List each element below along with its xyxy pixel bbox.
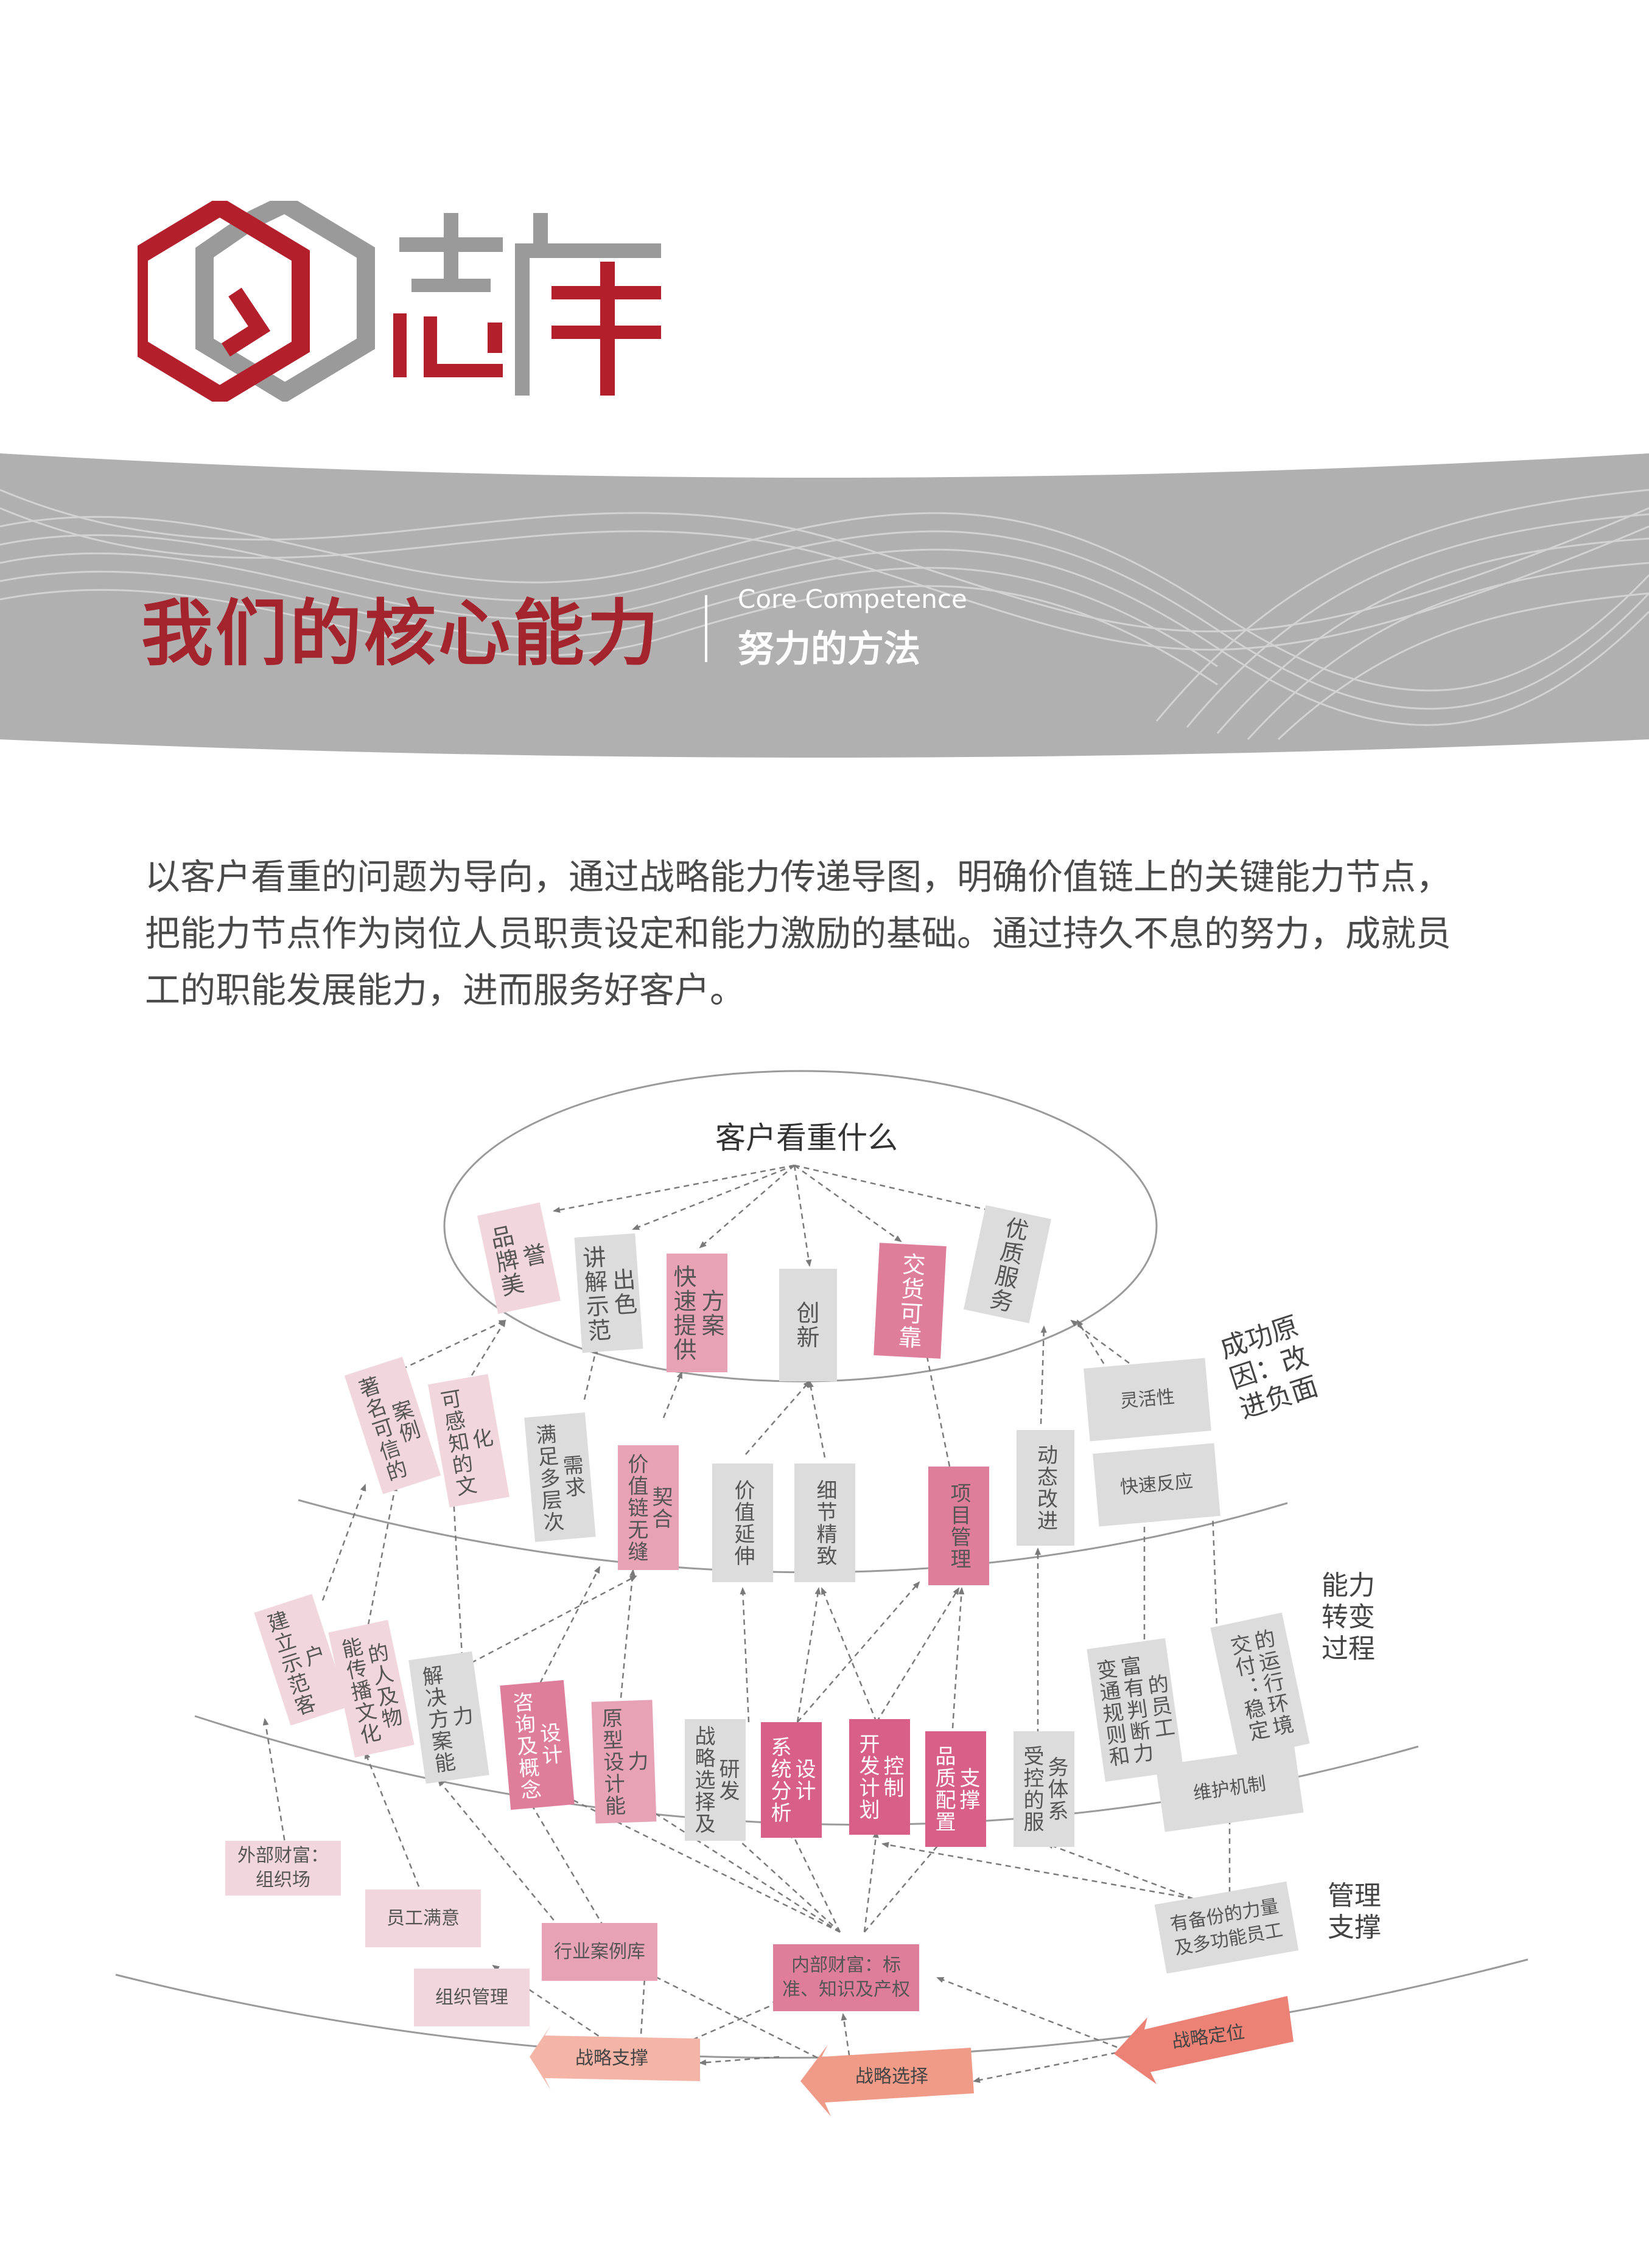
subtitle-english: Core Competence: [738, 584, 967, 614]
row1-needs: 满足多层次需求: [524, 1412, 596, 1542]
intro-line: 把能力节点作为岗位人员职责设定和能力激励的基础。通过持久不息的努力，成就员: [145, 913, 1452, 954]
row2-plan: 开发计划控制: [849, 1719, 910, 1835]
capability-map-diagram: [115, 1070, 1528, 2116]
row3-org-mgmt: 组织管理: [414, 1969, 530, 2026]
row2-consult: 咨询及概念设计: [500, 1680, 575, 1810]
row3-ext-wealth: 外部财富：组织场: [225, 1841, 341, 1896]
arrow-strategy-choice: [800, 2045, 974, 2116]
section-label-support: 管理支撑: [1328, 1880, 1381, 1943]
page-title: 我们的核心能力: [141, 591, 662, 675]
row2-strategy-rd: 战略选择及研发: [685, 1719, 746, 1841]
intro-line: 工的职能发展能力，进而服务好客户。: [145, 969, 746, 1011]
label-strategy-support: 战略支撑: [575, 2047, 648, 2069]
row1-extend: 价值延伸: [712, 1464, 773, 1582]
row2-controlled: 受控的服务体系: [1014, 1731, 1074, 1847]
arrow-strategy-position: [1114, 1996, 1294, 2084]
row1-chain: 价值链无缝契合: [618, 1445, 679, 1570]
row3-int-wealth: 内部财富：标准、知识及产权: [773, 1944, 919, 2011]
customer-values-oval: [443, 1070, 1158, 1383]
row3-industry-cases: 行业案例库: [542, 1923, 657, 1981]
title-divider: [705, 595, 707, 662]
row1-improve: 动态改进: [1017, 1430, 1074, 1546]
arrow-strategy-support: [530, 2025, 700, 2090]
row1-project: 项目管理: [928, 1467, 989, 1585]
brand-wordmark: [393, 213, 661, 396]
header-banner: [0, 453, 1649, 758]
label-strategy-choice: 战略选择: [855, 2065, 928, 2087]
top-delivery: 交货可靠: [874, 1243, 947, 1359]
intro-paragraph: 以客户看重的问题为导向，通过战略能力传递导图，明确价值链上的关键能力节点， 把能…: [145, 849, 1557, 1019]
subtitle-chinese: 努力的方法: [738, 628, 920, 671]
row2-proto: 原型设计能力: [591, 1700, 657, 1824]
section-label-transform: 能力转变过程: [1322, 1570, 1375, 1664]
intro-line: 以客户看重的问题为导向，通过战略能力传递导图，明确价值链上的关键能力节点，: [145, 856, 1452, 898]
row2-sys: 系统分析设计: [761, 1722, 822, 1838]
top-fast: 快速提供方案: [667, 1254, 727, 1372]
brand-logo: [138, 201, 661, 402]
row1-flex: 灵活性: [1084, 1358, 1211, 1442]
row1-fast-resp: 快速反应: [1093, 1443, 1220, 1527]
bottom-strategy-arrows: [530, 1996, 1294, 2116]
top-innovate: 创新: [779, 1269, 837, 1381]
oval-title: 客户看重什么: [715, 1120, 898, 1156]
row2-quality: 品质配置支撑: [925, 1731, 986, 1847]
top-explain: 讲解示范出色: [574, 1233, 643, 1353]
row1-detail: 细节精致: [794, 1464, 855, 1582]
row3-satisfaction: 员工满意: [365, 1889, 481, 1947]
